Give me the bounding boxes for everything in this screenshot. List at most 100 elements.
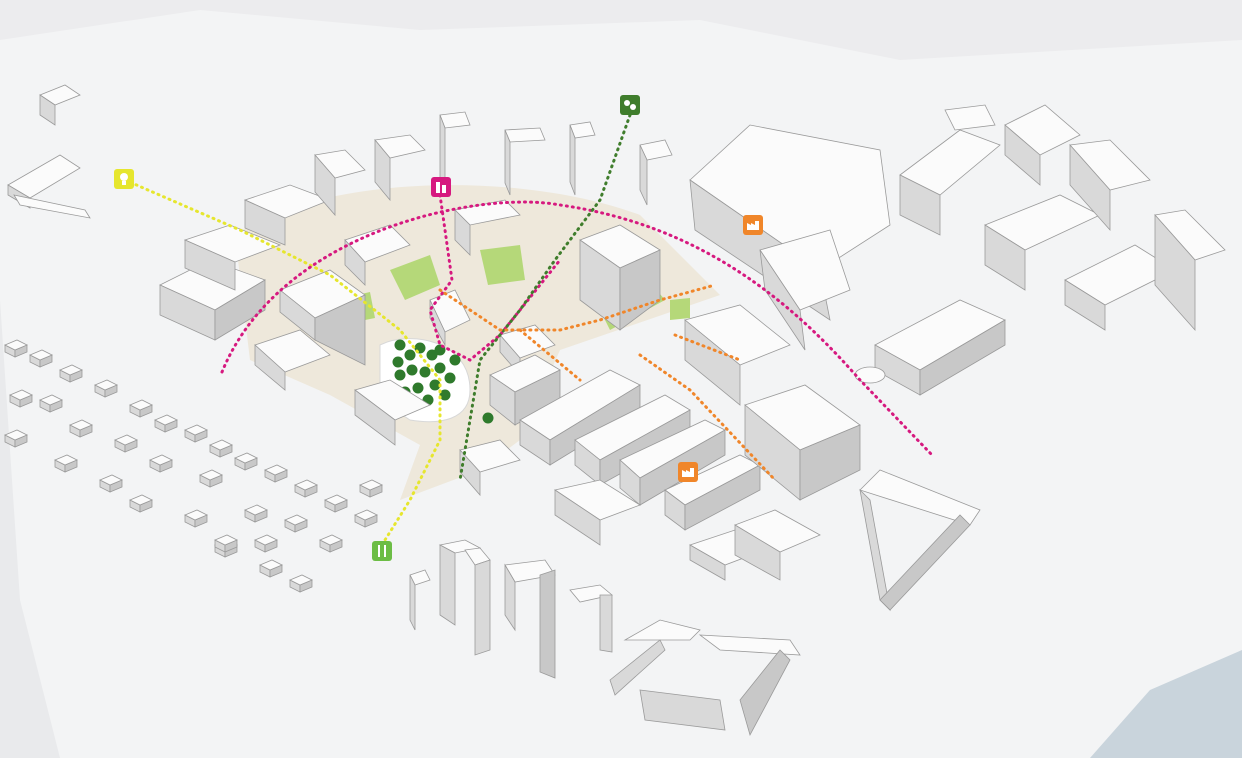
hillside: [0, 0, 1242, 60]
tree: [392, 356, 404, 368]
magenta-branch: [428, 193, 562, 362]
house: [129, 399, 153, 418]
factory-icon: [743, 215, 763, 235]
city-icon: [431, 177, 451, 197]
building: [859, 469, 981, 526]
lawn: [670, 298, 690, 320]
house: [244, 504, 268, 523]
building: [609, 639, 666, 696]
building: [344, 238, 366, 286]
building: [919, 319, 1006, 396]
building: [759, 249, 806, 351]
tree: [419, 366, 431, 378]
markers: [114, 95, 763, 561]
building: [684, 464, 761, 531]
house: [54, 454, 78, 473]
building: [689, 544, 726, 581]
house: [259, 559, 283, 578]
plants-icon: [620, 95, 640, 115]
building: [599, 594, 613, 653]
lawn: [480, 245, 525, 285]
building: [214, 279, 266, 341]
house: [9, 389, 33, 408]
single-family-houses: [4, 339, 383, 593]
tree: [412, 382, 424, 394]
tree: [444, 372, 456, 384]
routes: [123, 113, 934, 542]
building: [1154, 213, 1196, 332]
house: [264, 464, 288, 483]
house: [289, 574, 313, 593]
green-route: [458, 113, 632, 482]
building: [623, 619, 701, 641]
building: [734, 524, 781, 581]
house: [184, 424, 208, 443]
house: [4, 429, 28, 448]
building: [504, 127, 546, 143]
house: [99, 474, 123, 493]
house: [354, 509, 378, 528]
hillside-west: [0, 300, 60, 758]
building: [504, 129, 511, 196]
house: [214, 534, 238, 553]
lightbulb-icon: [114, 169, 134, 189]
tree: [394, 339, 406, 351]
house: [294, 479, 318, 498]
building: [374, 138, 391, 202]
building: [39, 94, 56, 126]
building: [314, 294, 366, 366]
tree: [439, 389, 451, 401]
building: [899, 174, 941, 236]
building: [698, 634, 801, 656]
building: [799, 424, 861, 501]
building: [539, 569, 556, 679]
buildings: [7, 84, 1226, 737]
water-body: [1090, 650, 1242, 758]
house: [59, 364, 83, 383]
building: [984, 224, 1026, 291]
building: [244, 199, 286, 246]
building: [454, 209, 471, 256]
building: [569, 124, 576, 196]
house: [4, 339, 28, 358]
building: [439, 544, 456, 626]
house: [284, 514, 308, 533]
tree: [426, 349, 438, 361]
building: [254, 344, 286, 391]
tree: [394, 369, 406, 381]
house: [69, 419, 93, 438]
building: [409, 574, 416, 631]
tree: [406, 364, 418, 376]
building: [639, 689, 726, 731]
house: [359, 479, 383, 498]
house: [324, 494, 348, 513]
building: [474, 559, 491, 656]
house: [29, 349, 53, 368]
building: [314, 153, 336, 217]
house: [39, 394, 63, 413]
building: [944, 104, 996, 131]
magenta-arc: [220, 200, 934, 457]
tree: [429, 379, 441, 391]
tree: [404, 349, 416, 361]
house: [114, 434, 138, 453]
tree: [434, 362, 446, 374]
building: [1064, 279, 1106, 331]
building: [1004, 124, 1041, 186]
house: [149, 454, 173, 473]
house: [154, 414, 178, 433]
building: [184, 239, 236, 291]
building: [739, 649, 791, 737]
building: [684, 319, 741, 406]
building: [13, 194, 91, 219]
building: [504, 563, 516, 632]
cutlery-icon: [372, 541, 392, 561]
building: [554, 489, 601, 546]
yellow-route: [123, 178, 442, 542]
house: [129, 494, 153, 513]
house: [209, 439, 233, 458]
tree: [482, 412, 494, 424]
tree: [449, 354, 461, 366]
